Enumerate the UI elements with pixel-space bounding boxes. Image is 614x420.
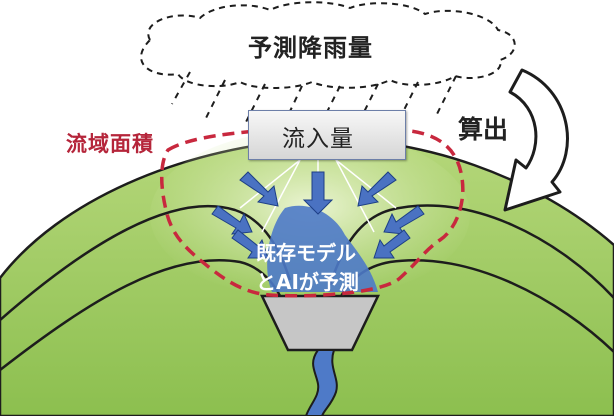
dam [260,294,380,352]
inflow-label: 流入量 [282,126,354,152]
prediction-label-line-1: 既存モデル [256,241,356,265]
reservoir-water [267,205,378,292]
inflow-arrows [211,171,425,259]
calculation-arrow [503,68,569,212]
calculation-label: 算出 [458,115,509,144]
catchment-area-label: 流域面積 [66,132,154,156]
inflow-box [248,110,406,160]
rain-cloud [140,1,516,89]
rainfall-forecast-label: 予測降雨量 [248,34,373,62]
prediction-label-line-2: とAIが予測 [256,270,359,294]
